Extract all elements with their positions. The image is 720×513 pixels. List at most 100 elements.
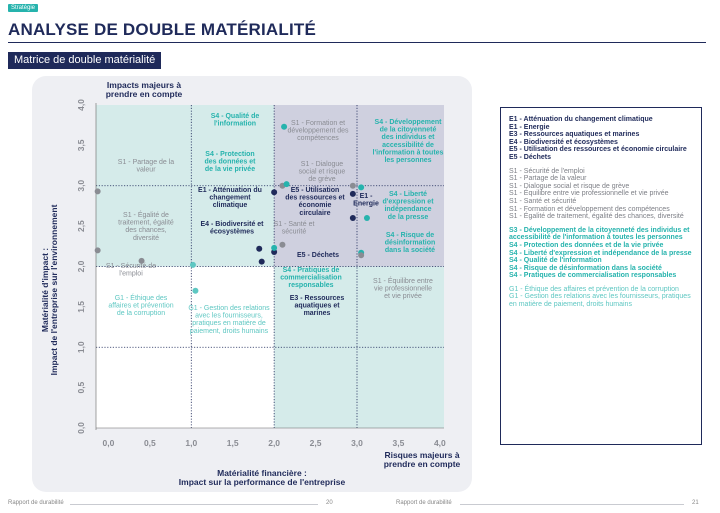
legend-item: S4 - Liberté d'expression et indépendanc… xyxy=(509,249,692,257)
point-label: aquatiques et xyxy=(294,303,340,310)
point-label: de grève xyxy=(308,176,335,183)
legend-item: E1 - Atténuation du changement climatiqu… xyxy=(509,116,653,123)
corner-label: prendre en compte xyxy=(384,459,461,469)
point-label: de la corruption xyxy=(117,310,165,317)
point-label: commercialisation xyxy=(280,275,341,282)
point-label: l'emploi xyxy=(119,271,143,278)
legend-item: S1 - Formation et développement des comp… xyxy=(509,205,670,213)
point-label: des données et xyxy=(205,159,257,166)
point-label: climatique xyxy=(213,202,248,209)
point-label: changement xyxy=(209,195,251,202)
point-label: affaires et prévention xyxy=(108,303,173,310)
point-label: E4 - Biodiversité et xyxy=(200,221,264,228)
point-label: l'information xyxy=(214,121,256,128)
x-tick-label: 1,5 xyxy=(227,438,239,448)
footer-rule-right xyxy=(460,504,684,505)
legend-item: G1 - Éthique des affaires et prévention … xyxy=(509,285,679,293)
legend-item: S1 - Dialogue social et risque de grève xyxy=(509,182,630,190)
point-label: S4 - Qualité de xyxy=(211,113,260,120)
x-tick-label: 0,0 xyxy=(103,438,115,448)
point-label: désinformation xyxy=(385,240,436,247)
y-tick-label: 1,5 xyxy=(76,301,86,313)
footer-rule-left xyxy=(70,504,318,505)
point-label: valeur xyxy=(136,167,156,174)
x-axis-label: Matérialité financière : xyxy=(217,468,307,478)
page-title: ANALYSE DE DOUBLE MATÉRIALITÉ xyxy=(8,20,317,39)
point-label: dans la société xyxy=(385,247,435,254)
point-label: des individus et xyxy=(382,134,436,141)
data-point xyxy=(363,215,370,222)
point-label: des chances, xyxy=(125,227,166,234)
footer-right: Rapport de durabilité xyxy=(396,500,452,506)
footer-left: Rapport de durabilité xyxy=(8,500,64,506)
y-tick-label: 2,5 xyxy=(76,220,86,232)
x-tick-label: 3,5 xyxy=(393,438,405,448)
chart-subtitle: Matrice de double matérialité xyxy=(8,52,162,69)
data-point xyxy=(358,184,365,191)
point-label: l'information à toutes xyxy=(373,149,444,156)
point-label: circulaire xyxy=(299,210,330,217)
point-label: E1 - xyxy=(360,193,374,200)
point-label: paiement, droits humains xyxy=(190,328,269,335)
data-point xyxy=(138,257,145,264)
point-label: d'expression et xyxy=(382,199,434,206)
x-axis-label: Impact sur la performance de l'entrepris… xyxy=(179,477,346,487)
point-label: E5 - Déchets xyxy=(297,252,339,259)
x-tick-label: 4,0 xyxy=(434,438,446,448)
point-label: économie xyxy=(299,202,332,209)
title-divider xyxy=(8,42,706,43)
legend-item: E1 - Energie xyxy=(509,123,550,131)
section-tag: Stratégie xyxy=(8,4,39,12)
legend-group-lteal: G1 - Éthique des affaires et prévention … xyxy=(509,286,693,309)
legend-group-navy: E1 - Atténuation du changement climatiqu… xyxy=(509,116,693,162)
legend-item: S3 - Développement de la citoyenneté des… xyxy=(509,226,690,242)
legend-item: S4 - Qualité de l'information xyxy=(509,257,602,265)
footer-page-left: 20 xyxy=(326,500,333,506)
point-label: S1 - Dialogue xyxy=(301,161,344,168)
corner-label: Risques majeurs à xyxy=(384,450,459,460)
legend-item: G1 - Gestion des relations avec les four… xyxy=(509,293,691,309)
point-label: social et risque xyxy=(299,169,346,176)
point-label: G1 - Gestion des relations xyxy=(188,305,270,312)
legend-group-teal: S3 - Développement de la citoyenneté des… xyxy=(509,227,693,280)
y-axis-label: Impact de l'entreprise sur l'environneme… xyxy=(49,204,59,375)
point-label: S4 - Protection xyxy=(205,151,254,158)
data-point xyxy=(258,258,265,265)
point-label: de la presse xyxy=(388,214,429,221)
point-label: et vie privée xyxy=(384,293,422,300)
y-tick-label: 4,0 xyxy=(76,99,86,111)
data-point xyxy=(256,245,263,252)
point-label: S4 - Liberté xyxy=(389,191,427,198)
y-tick-label: 0,0 xyxy=(76,422,86,434)
data-point xyxy=(281,123,288,130)
x-tick-label: 2,0 xyxy=(268,438,280,448)
point-label: S4 - Pratiques de xyxy=(283,267,340,274)
data-point xyxy=(189,261,196,268)
top-label: prendre en compte xyxy=(106,89,183,99)
point-label: des ressources et xyxy=(285,195,345,202)
point-label: S4 - Développement xyxy=(375,119,443,126)
point-label: S1 - Équilibre entre xyxy=(373,276,433,285)
legend-item: E3 - Ressources aquatiques et marines xyxy=(509,131,640,139)
point-label: écosystèmes xyxy=(210,229,254,236)
y-tick-label: 1,0 xyxy=(76,341,86,353)
point-label: compétences xyxy=(297,135,339,142)
legend-item: S1 - Égalité de traitement, égalité des … xyxy=(509,213,684,221)
legend-box: E1 - Atténuation du changement climatiqu… xyxy=(500,107,702,445)
point-label: avec les fournisseurs, xyxy=(195,313,263,320)
point-label: de la vie privée xyxy=(205,166,255,173)
point-label: S4 - Risque de xyxy=(386,232,434,239)
data-point xyxy=(279,241,286,248)
point-label: S1 - Égalité de xyxy=(123,210,169,219)
point-label: marines xyxy=(304,310,331,317)
legend-item: S1 - Santé et sécurité xyxy=(509,197,577,205)
x-tick-label: 0,5 xyxy=(144,438,156,448)
y-tick-label: 2,0 xyxy=(76,260,86,272)
point-label: les personnes xyxy=(384,157,431,164)
data-point xyxy=(271,189,278,196)
data-point xyxy=(271,244,278,251)
point-label: E3 - Ressources xyxy=(290,295,345,302)
legend-item: S4 - Pratiques de commercialisation resp… xyxy=(509,272,677,280)
